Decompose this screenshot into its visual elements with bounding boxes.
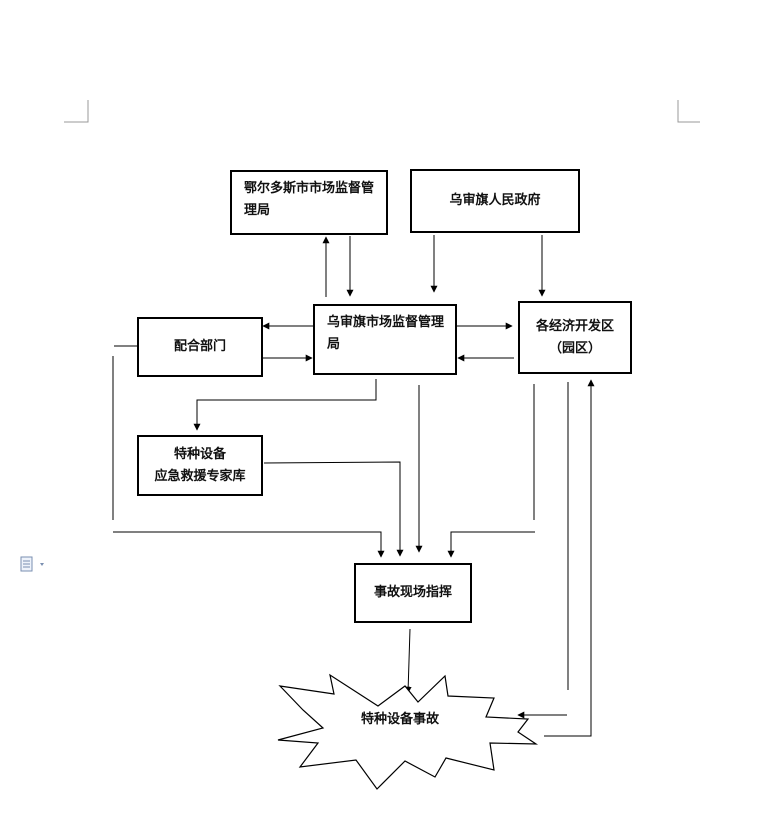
arrow-site-to-accident xyxy=(404,628,412,694)
arrow-coop-to-site-bottom xyxy=(113,531,385,558)
node-site-command: 事故现场指挥 xyxy=(354,563,472,623)
document-icon[interactable] xyxy=(20,556,48,572)
arrow-zones-to-site xyxy=(447,531,535,558)
node-banner-bureau: 乌审旗市场监督管理局 xyxy=(313,304,457,375)
corner-mark-right xyxy=(677,100,700,123)
node-coop-depts-label: 配合部门 xyxy=(173,339,226,354)
accident-burst-shape xyxy=(277,673,539,790)
node-banner-gov: 乌审旗人民政府 xyxy=(410,169,580,233)
node-city-bureau-label: 鄂尔多斯市市场监督管理局 xyxy=(244,181,375,218)
node-coop-depts: 配合部门 xyxy=(137,317,263,377)
node-expert-db-label: 特种设备 应急救援专家库 xyxy=(154,446,246,484)
node-banner-bureau-label: 乌审旗市场监督管理局 xyxy=(327,315,445,352)
node-expert-db: 特种设备 应急救援专家库 xyxy=(137,435,263,496)
node-dev-zones: 各经济开发区 （园区） xyxy=(518,301,632,374)
node-city-bureau: 鄂尔多斯市市场监督管理局 xyxy=(230,170,388,235)
arrow-experts-to-site xyxy=(263,461,404,557)
node-site-command-label: 事故现场指挥 xyxy=(373,585,452,600)
arrow-bureau-to-experts xyxy=(193,379,377,431)
corner-mark-left xyxy=(64,100,89,123)
node-accident-label: 特种设备事故 xyxy=(360,712,439,727)
node-dev-zones-label: 各经济开发区 （园区） xyxy=(535,318,614,356)
arrow-accident-to-zones xyxy=(544,379,595,737)
node-banner-gov-label: 乌审旗人民政府 xyxy=(449,193,541,208)
